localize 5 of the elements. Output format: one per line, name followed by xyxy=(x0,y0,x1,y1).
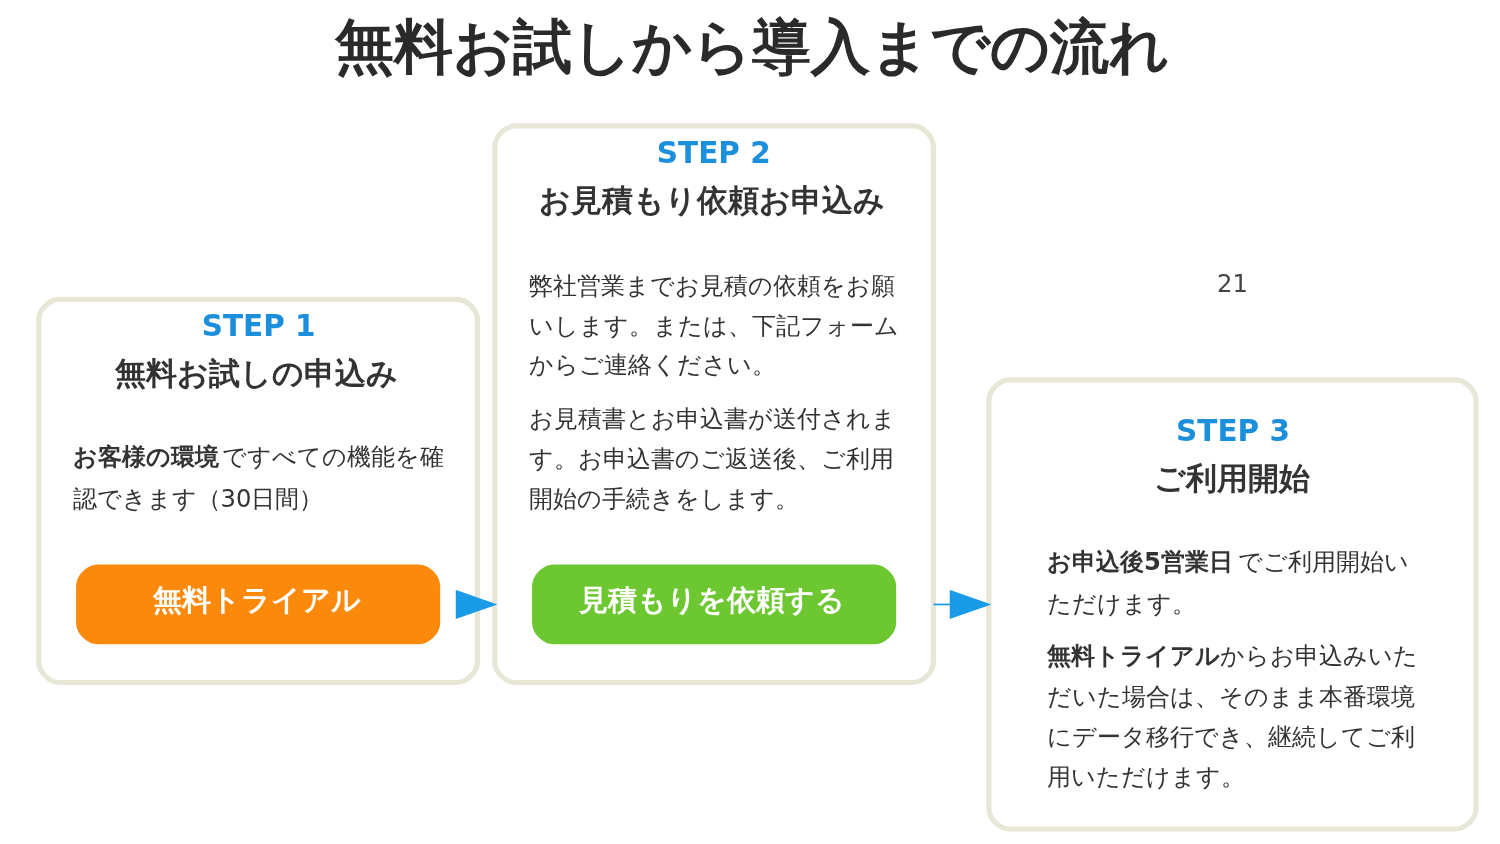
diagram-title: 無料お試しから導入までの流れ xyxy=(334,12,1169,82)
label: 21 xyxy=(1216,268,1248,298)
node-box: 無料トライアル xyxy=(75,564,440,645)
node-box: STEP 3 ご利用開始 お申込後5営業日でご利用開始いただけます。 無料トライアルからお申込みいただいた場合は、そのまま本番環境にデータ移行でき、継続してご利用いただけます。 xyxy=(985,377,1479,832)
node-box: 見積もりを依頼する xyxy=(531,564,896,645)
